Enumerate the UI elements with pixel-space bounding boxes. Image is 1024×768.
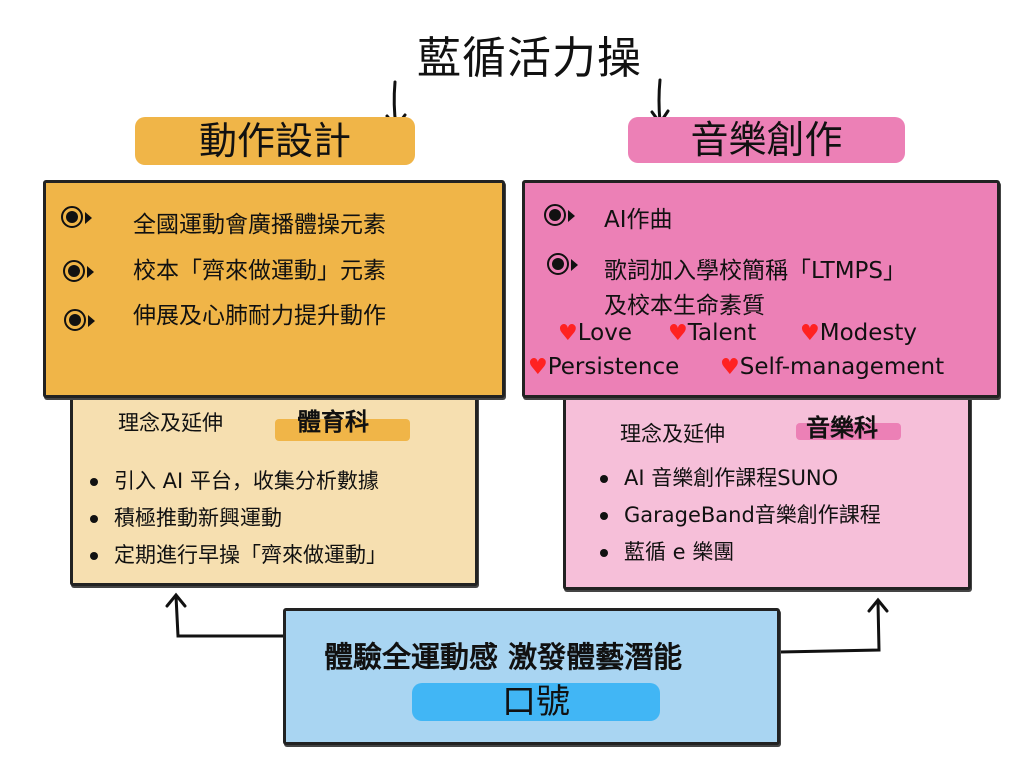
- eye-bullet-icon: [64, 309, 95, 331]
- left-sub-item: 引入 AI 平台，收集分析數據: [90, 465, 379, 495]
- left-sub-item: 定期進行早操「齊來做運動」: [90, 539, 387, 569]
- slogan-label: 口號: [412, 683, 660, 721]
- bullet-dot-icon: [90, 515, 98, 523]
- value-text: Persistence: [547, 354, 680, 380]
- diagram-title: 藍循活力操: [417, 33, 642, 84]
- eye-bullet-icon: [544, 204, 575, 226]
- sub-item-text: 藍循 e 樂團: [624, 540, 735, 564]
- right-item: AI作曲: [604, 207, 673, 233]
- eye-bullet-icon: [61, 206, 92, 228]
- bullet-dot-icon: [600, 475, 608, 483]
- heart-icon: ♥: [668, 321, 688, 346]
- subject-music: 音樂科: [806, 414, 878, 442]
- bullet-dot-icon: [600, 549, 608, 557]
- value-love: ♥Love: [558, 320, 632, 346]
- subject-pe: 體育科: [297, 408, 369, 436]
- sub-item-text: 定期進行早操「齊來做運動」: [114, 543, 387, 567]
- value-text: Talent: [687, 320, 757, 346]
- section-label-text: 音樂創作: [690, 118, 843, 162]
- left-main-box: [43, 180, 505, 398]
- bullet-dot-icon: [90, 552, 98, 560]
- value-self-management: ♥Self-management: [720, 354, 944, 380]
- right-sub-heading: 理念及延伸: [620, 422, 725, 446]
- right-sub-item: 藍循 e 樂團: [600, 536, 734, 566]
- section-label-music: 音樂創作: [628, 117, 905, 163]
- arrow-title-to-right: [657, 78, 662, 124]
- arrow-slogan-to-right: [778, 600, 881, 654]
- value-talent: ♥Talent: [668, 320, 756, 346]
- right-sub-item: GarageBand音樂創作課程: [600, 499, 881, 529]
- heart-icon: ♥: [558, 321, 578, 346]
- value-persistence: ♥Persistence: [528, 354, 679, 380]
- heart-icon: ♥: [800, 321, 820, 346]
- value-modesty: ♥Modesty: [800, 320, 917, 346]
- left-item: 校本「齊來做運動」元素: [133, 258, 386, 284]
- section-label-text: 動作設計: [198, 119, 351, 163]
- heart-icon: ♥: [720, 355, 740, 380]
- section-label-motion: 動作設計: [135, 117, 415, 165]
- value-text: Love: [577, 320, 632, 346]
- left-item: 全國運動會廣播體操元素: [133, 212, 386, 238]
- right-sub-item: AI 音樂創作課程SUNO: [600, 462, 838, 492]
- sub-item-text: 引入 AI 平台，收集分析數據: [114, 469, 379, 493]
- arrow-slogan-to-left: [174, 594, 286, 638]
- subject-highlight: [275, 419, 410, 441]
- left-item: 伸展及心肺耐力提升動作: [133, 303, 386, 329]
- bullet-dot-icon: [90, 478, 98, 486]
- right-item: 及校本生命素質: [604, 293, 765, 319]
- value-text: Self-management: [739, 354, 945, 380]
- right-main-box: [522, 180, 1000, 398]
- eye-bullet-icon: [547, 253, 578, 275]
- slogan-label-text: 口號: [502, 682, 570, 722]
- value-text: Modesty: [819, 320, 918, 346]
- sub-item-text: GarageBand音樂創作課程: [624, 503, 881, 527]
- heart-icon: ♥: [528, 355, 548, 380]
- sub-item-text: AI 音樂創作課程SUNO: [624, 466, 839, 490]
- left-sub-item: 積極推動新興運動: [90, 502, 282, 532]
- right-item: 歌詞加入學校簡稱「LTMPS」: [604, 258, 907, 284]
- eye-bullet-icon: [63, 260, 94, 282]
- subject-highlight: [796, 423, 901, 440]
- sub-item-text: 積極推動新興運動: [114, 506, 282, 530]
- left-sub-heading: 理念及延伸: [118, 411, 223, 435]
- bullet-dot-icon: [600, 512, 608, 520]
- slogan-text: 體驗全運動感 激發體藝潛能: [324, 640, 683, 674]
- slogan-box: [283, 608, 780, 745]
